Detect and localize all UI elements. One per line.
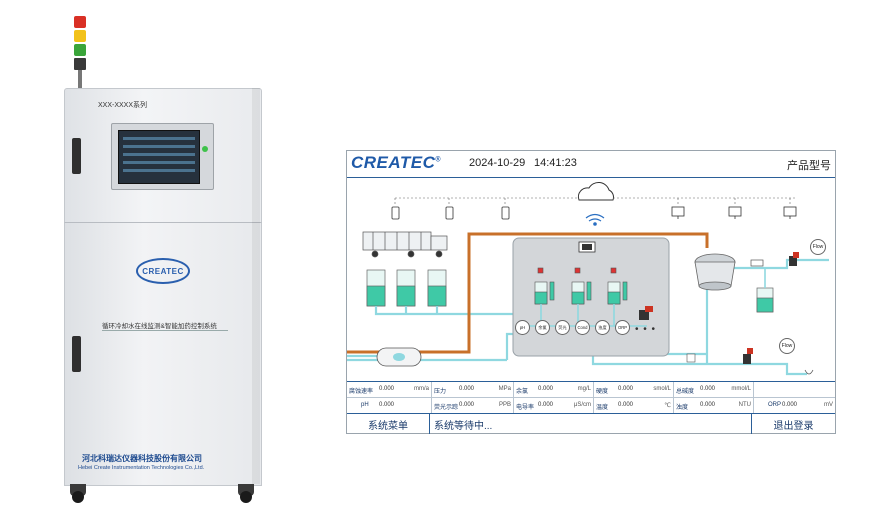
cabinet-power-led	[202, 146, 208, 152]
hmi-logo: CREATEC®	[351, 153, 442, 172]
drain-icon	[804, 369, 814, 375]
sampling-tank	[756, 268, 774, 313]
phone-icon	[445, 206, 454, 220]
chemical-tanks-left	[366, 269, 447, 307]
pump-icon	[639, 306, 653, 320]
cabinet-screen	[118, 130, 200, 184]
hmi-time: 14:41:23	[534, 157, 577, 169]
logout-button[interactable]: 退出登录	[773, 420, 814, 432]
system-menu-button[interactable]: 系统菜单	[347, 414, 430, 434]
beacon-base	[74, 58, 86, 70]
truck-icon	[362, 231, 448, 258]
monitor-icon	[671, 206, 685, 217]
flow-meter-top: Flow	[810, 239, 826, 255]
system-status-text: 系统等待中...	[429, 414, 752, 434]
hmi-date: 2024-10-29	[469, 157, 526, 169]
sensor-turbidity: 浊度	[595, 320, 610, 335]
monitor-icon	[728, 206, 742, 217]
monitor-icon	[783, 206, 797, 217]
sensor-fluorescence: 荧光	[555, 320, 570, 335]
beacon-red-light	[74, 16, 86, 28]
beacon-yellow-light	[74, 30, 86, 42]
flow-meter-bottom: Flow	[779, 338, 795, 354]
phone-icon	[501, 206, 510, 220]
hmi-screen: CREATEC® 2024-10-29 14:41:23 产品型号	[346, 150, 836, 434]
beacon-green-light	[74, 44, 86, 56]
cabinet-company-en: Hebei Create Instrumentation Technologie…	[78, 465, 205, 471]
cabinet-subtitle: 循环冷却水在线监测&智能加药控制系统	[102, 323, 217, 330]
cabinet-subtitle-underline	[102, 330, 228, 331]
cabinet-side-shadow	[252, 88, 260, 484]
sensor-conductivity: Cond	[575, 320, 590, 335]
sensor-orp: ORP	[615, 320, 630, 335]
phone-icon	[391, 206, 400, 220]
heat-exchanger-icon	[376, 347, 422, 367]
cabinet-logo: CREATEC	[136, 258, 190, 284]
more-sensors-indicator: • • •	[635, 324, 657, 335]
cabinet-upper-handle	[72, 138, 81, 174]
cell-empty	[754, 382, 835, 398]
cabinet-company-cn: 河北科瑞达仪器科技股份有限公司	[82, 454, 202, 463]
valve-icon	[686, 252, 799, 364]
beacon-pole	[78, 70, 82, 90]
cabinet-wheel-right	[240, 491, 252, 503]
sensor-ph: pH	[515, 320, 530, 335]
cabinet-lower-handle	[72, 336, 81, 372]
cooling-tower-icon	[694, 253, 736, 291]
hmi-footer: 系统菜单 系统等待中... 退出登录	[347, 413, 835, 434]
sensor-chlorine: 余氯	[535, 320, 550, 335]
product-model-label: 产品型号	[787, 160, 831, 172]
process-diagram: pH 余氯 荧光 Cond 浊度 ORP • • • Flow Flow	[347, 177, 835, 382]
cloud-icon	[577, 182, 614, 201]
hmi-header: CREATEC® 2024-10-29 14:41:23 产品型号	[347, 151, 835, 177]
wifi-icon	[585, 213, 605, 226]
cabinet-series-label: XXX-XXXX系列	[98, 102, 148, 109]
cabinet-wheel-left	[72, 491, 84, 503]
